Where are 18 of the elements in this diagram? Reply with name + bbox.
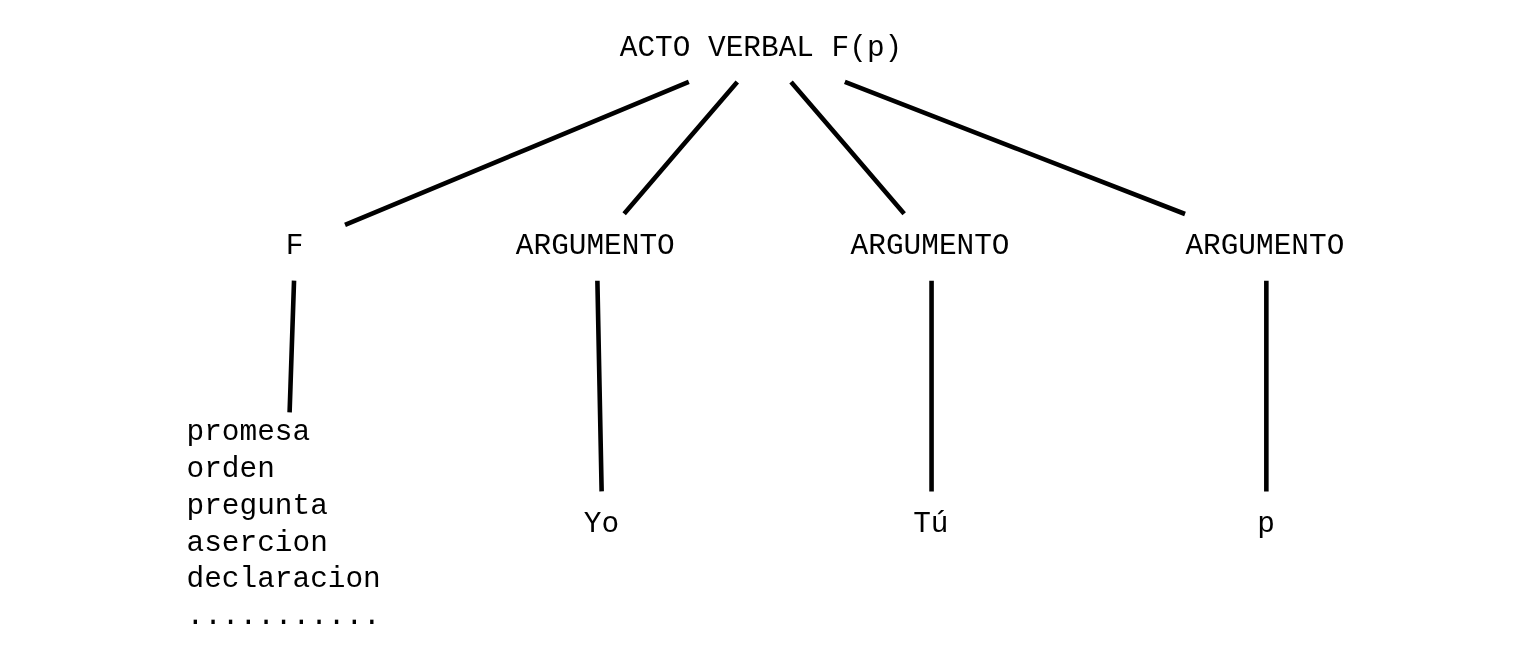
connector [621,80,739,216]
connector [928,280,934,492]
connector [1263,280,1269,492]
node-label: ........... [186,599,381,634]
node-text: ARGUMENTO [515,229,675,264]
node-text: Tú [912,507,948,542]
node-text: ARGUMENTO [850,229,1010,264]
connector [788,80,906,216]
connector [594,280,604,492]
node-text: ACTO VERBAL F(p) [619,30,902,65]
connector [343,79,690,227]
node-text: promesa orden pregunta asercion declaracion [186,415,381,597]
connector [286,280,296,413]
node-text: Yo [583,507,619,542]
connector [843,79,1186,217]
node-text: F [285,229,304,264]
node-text: p [1256,507,1275,542]
node-text: ARGUMENTO [1184,229,1344,264]
